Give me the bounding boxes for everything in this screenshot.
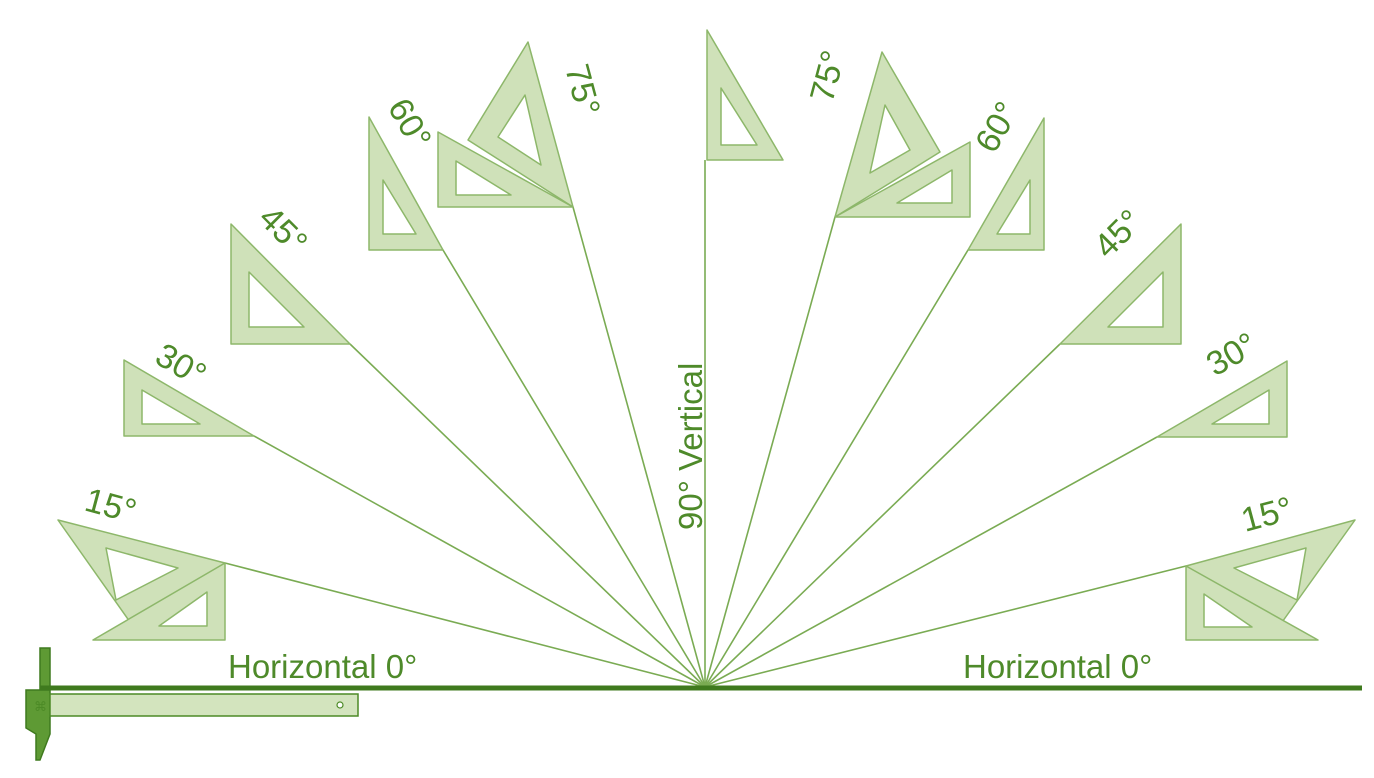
- label-horizontal-left: Horizontal 0°: [228, 648, 417, 685]
- label-vertical: 90° Vertical: [672, 363, 709, 530]
- ray-right-15: [704, 565, 1187, 688]
- ray-right-30: [704, 436, 1158, 688]
- ray-left-15: [224, 562, 706, 688]
- ray-left-75: [572, 206, 706, 688]
- angle-rays: [224, 160, 1187, 688]
- set-square-left-60: [368, 116, 444, 251]
- set-square-vertical: [706, 29, 784, 161]
- label-right-15: 15°: [1237, 490, 1297, 540]
- label-right-75: 75°: [803, 47, 853, 107]
- label-left-75: 75°: [557, 60, 607, 120]
- label-right-30: 30°: [1200, 325, 1264, 384]
- set-square-right-45: [1059, 223, 1182, 345]
- ray-right-60: [704, 249, 969, 688]
- svg-text:⌘: ⌘: [34, 700, 47, 715]
- set-square-right-30: [1156, 360, 1288, 438]
- label-horizontal-right: Horizontal 0°: [963, 648, 1152, 685]
- set-square-left-75: [437, 41, 574, 208]
- ray-right-45: [704, 343, 1061, 688]
- ray-left-30: [253, 435, 706, 688]
- set-square-left-30: [123, 359, 255, 437]
- set-square-left-45: [230, 223, 351, 345]
- set-square-right-15: [1185, 519, 1356, 641]
- set-square-right-75: [834, 51, 971, 218]
- t-square-blade: [49, 693, 359, 717]
- ray-left-60: [442, 249, 706, 688]
- label-right-60: 60°: [968, 95, 1027, 159]
- set-square-left-15: [57, 519, 226, 641]
- label-left-60: 60°: [380, 92, 439, 156]
- label-left-45: 45°: [251, 199, 314, 262]
- label-left-15: 15°: [81, 481, 141, 531]
- label-right-45: 45°: [1087, 202, 1150, 265]
- ray-left-45: [349, 343, 706, 688]
- set-square-right-60: [967, 117, 1045, 251]
- ray-right-75: [704, 216, 836, 688]
- t-square: ⌘: [25, 647, 359, 761]
